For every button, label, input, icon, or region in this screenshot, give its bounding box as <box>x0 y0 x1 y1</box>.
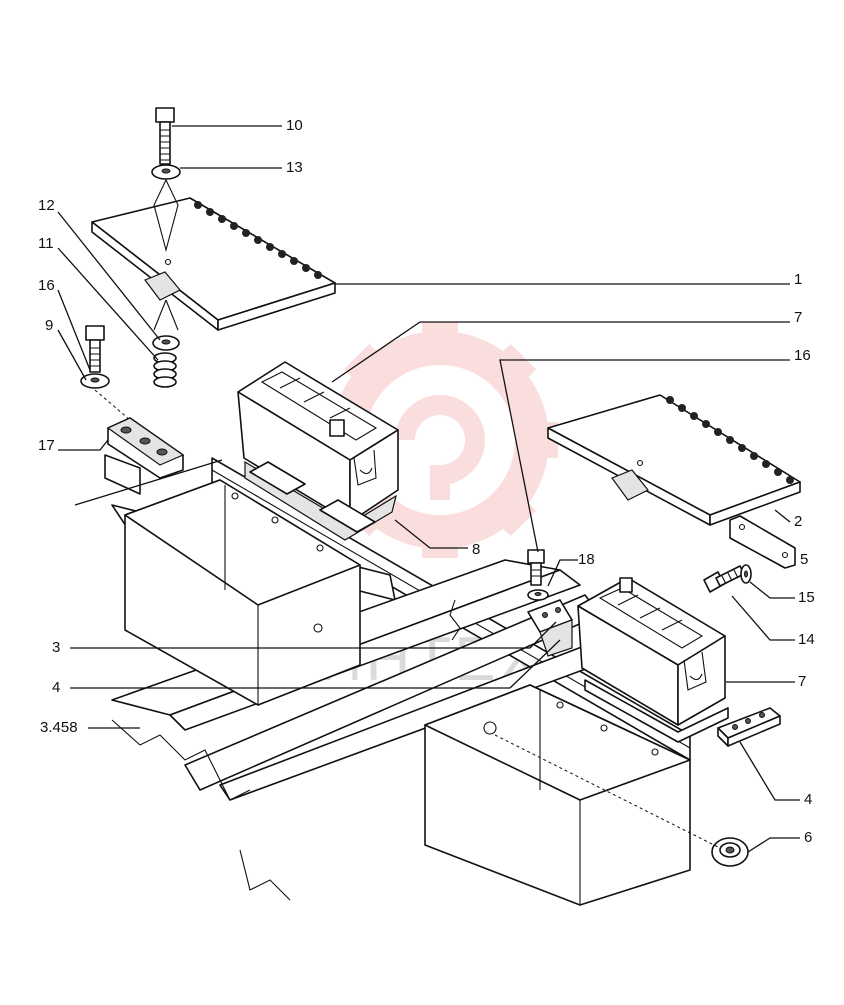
battery-right-7 <box>577 577 729 743</box>
battery-box-right <box>424 684 691 906</box>
callout-2: 2 <box>794 513 802 530</box>
clamp-3 <box>527 599 573 657</box>
callout-labels: 10 13 12 11 16 9 17 1 7 16 8 2 5 18 15 3… <box>38 117 815 846</box>
battery-cover-right <box>547 394 801 526</box>
bracket-5 <box>729 515 796 569</box>
battery-left-7 <box>237 361 399 523</box>
battery-cover-left <box>91 197 336 331</box>
callout-11: 11 <box>38 235 54 252</box>
bolt-18 <box>527 549 545 586</box>
callout-8: 8 <box>472 541 480 558</box>
callout-3-458: 3.458 <box>40 719 78 736</box>
callout-17: 17 <box>38 437 55 454</box>
washer-15 <box>740 564 752 584</box>
clamp-bar-17 <box>104 417 185 495</box>
callout-16: 16 <box>38 277 55 294</box>
callout-4: 4 <box>804 791 812 808</box>
callout-7: 7 <box>798 673 806 690</box>
washer-12 <box>152 335 180 351</box>
callout-9: 9 <box>45 317 53 334</box>
washer-16-right <box>527 589 549 601</box>
callout-3: 3 <box>52 639 60 656</box>
callout-14: 14 <box>798 631 815 648</box>
bolt-14 <box>703 565 745 593</box>
spring-11 <box>153 352 177 388</box>
callout-7: 7 <box>794 309 802 326</box>
bolt-10 <box>155 107 175 165</box>
battery-box-left <box>124 479 361 706</box>
spring-axis-line <box>153 299 179 331</box>
callout-4: 4 <box>52 679 60 696</box>
callout-1: 1 <box>794 271 802 288</box>
bolt-9 <box>85 325 105 373</box>
callout-6: 6 <box>804 829 812 846</box>
callout-15: 15 <box>798 589 815 606</box>
bolt-axis-line <box>153 178 179 253</box>
callout-12: 12 <box>38 197 55 214</box>
battery-pad-8 <box>244 460 397 541</box>
callout-13: 13 <box>286 159 303 176</box>
clamp-bar-4 <box>717 707 781 747</box>
callout-10: 10 <box>286 117 303 134</box>
callout-18: 18 <box>578 551 595 568</box>
leader-lines <box>57 125 800 853</box>
bolt-9-axis <box>94 389 131 421</box>
grommet-6 <box>711 837 749 867</box>
callout-5: 5 <box>800 551 808 568</box>
callout-16: 16 <box>794 347 811 364</box>
washer-13 <box>151 164 181 180</box>
washer-16-left <box>80 373 110 389</box>
